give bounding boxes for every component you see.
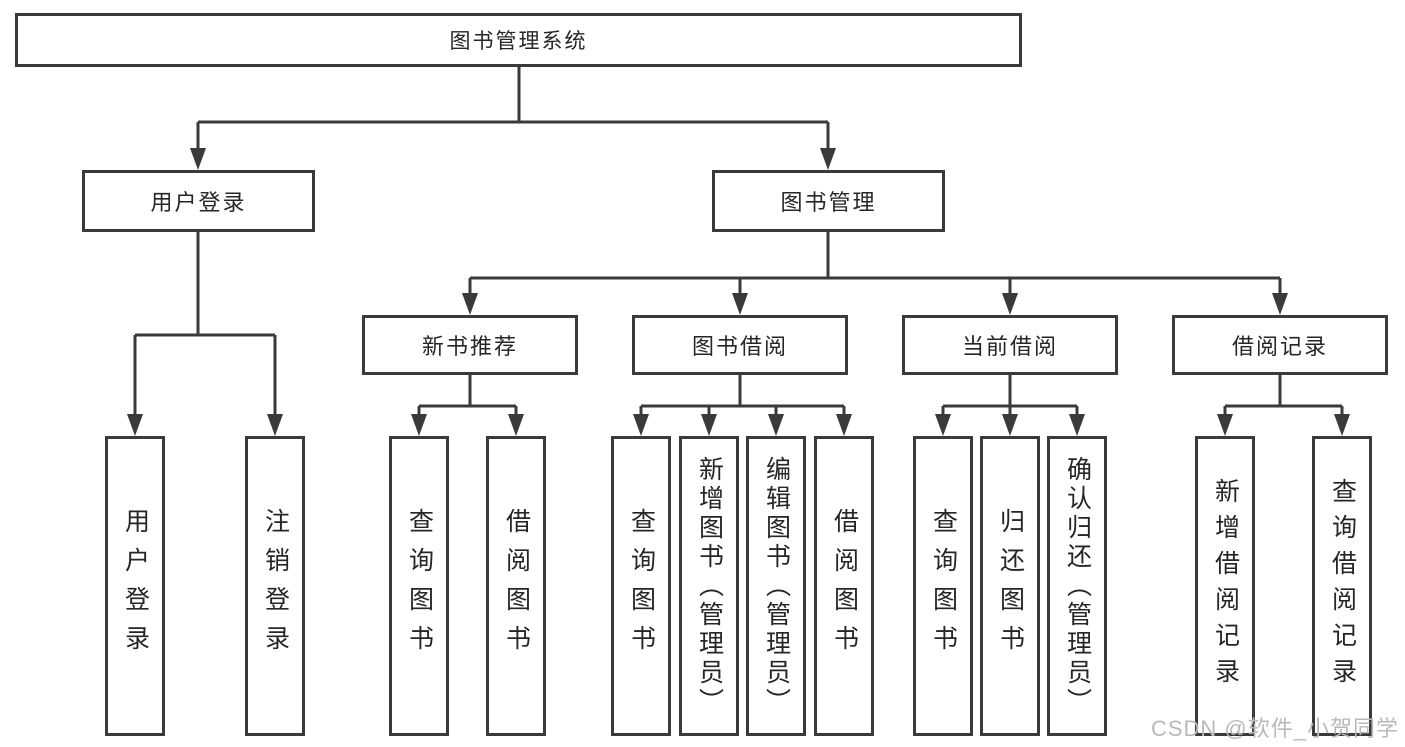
node-borrow-records: 借阅记录 (1172, 315, 1388, 375)
node-book-borrow: 图书借阅 (632, 315, 848, 375)
node-book-management: 图书管理 (712, 170, 945, 232)
connector-current-borrow-to-leaves (941, 375, 1079, 416)
csdn-watermark: CSDN @软件_小贺同学 (1150, 716, 1399, 741)
node-book-management-system: 图书管理系统 (15, 13, 1022, 67)
leaf-add-book-admin: 新增图书（管理员） (679, 436, 739, 736)
connector-borrow-records-to-leaves (1223, 375, 1344, 416)
node-current-borrow: 当前借阅 (902, 315, 1118, 375)
node-user-login: 用户登录 (82, 170, 315, 232)
leaf-query-books-recommend: 查询图书 (389, 436, 449, 736)
leaf-query-borrow-record: 查询借阅记录 (1312, 436, 1372, 736)
leaf-return-book: 归还图书 (980, 436, 1040, 736)
connector-user-login-to-leaves (133, 232, 277, 416)
arrowheads (127, 148, 1350, 436)
leaf-query-books-borrow: 查询图书 (611, 436, 671, 736)
leaf-logout: 注销登录 (245, 436, 305, 736)
leaf-borrow-books-recommend: 借阅图书 (486, 436, 546, 736)
leaf-edit-book-admin: 编辑图书（管理员） (746, 436, 806, 736)
connector-book-borrow-to-leaves (639, 375, 846, 416)
node-new-book-recommend: 新书推荐 (362, 315, 578, 375)
leaf-confirm-return-admin: 确认归还（管理员） (1047, 436, 1107, 736)
leaf-borrow-books-borrow: 借阅图书 (814, 436, 874, 736)
leaf-user-login: 用户登录 (105, 436, 165, 736)
connector-book-management-to-level3 (468, 232, 1282, 295)
connector-root-to-level2 (196, 67, 830, 150)
leaf-query-books-current: 查询图书 (913, 436, 973, 736)
leaf-add-borrow-record: 新增借阅记录 (1195, 436, 1255, 736)
connector-new-book-recommend-to-leaves (417, 375, 518, 416)
